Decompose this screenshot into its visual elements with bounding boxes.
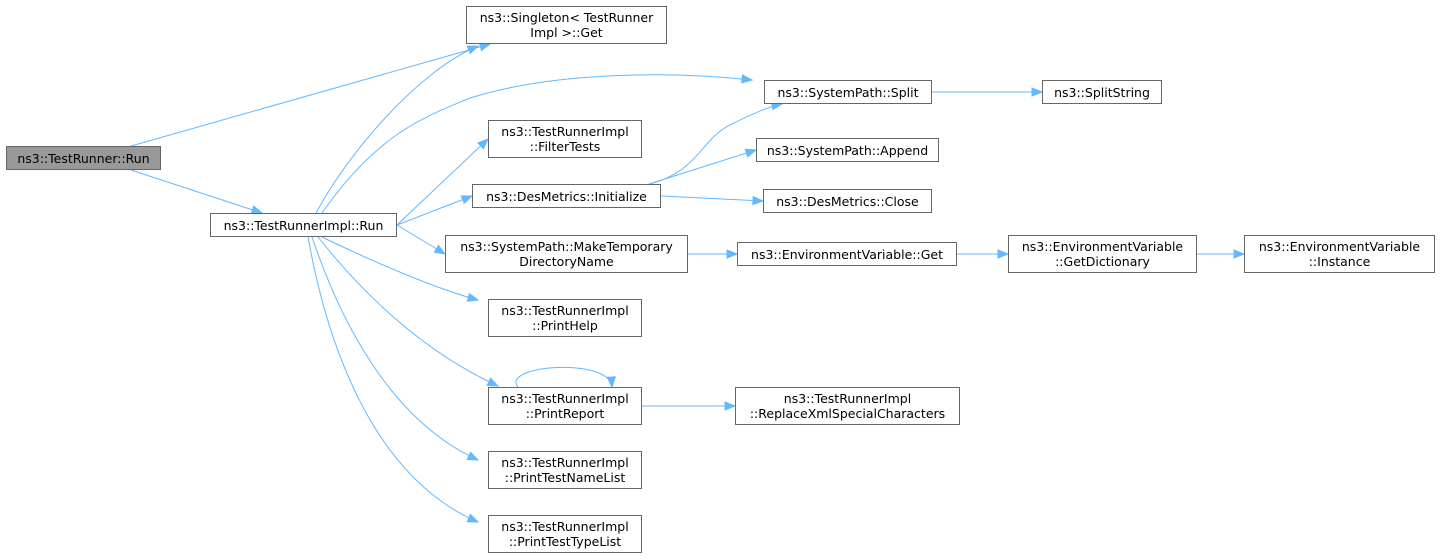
node-printhelp[interactable]: ns3::TestRunnerImpl::PrintHelp [488,299,642,337]
edge-arrowhead [433,244,447,255]
node-printtesttypelist[interactable]: ns3::TestRunnerImpl::PrintTestTypeList [488,515,642,553]
node-label-line: ::FilterTests [529,139,601,154]
edge-arrowhead [466,451,480,461]
node-label-line: ns3::TestRunnerImpl [501,455,629,470]
node-systempath-split[interactable]: ns3::SystemPath::Split [764,80,932,104]
node-label-line: ns3::TestRunnerImpl [501,391,629,406]
edge-testrunner_run-to-testrunnerimpl_run [130,169,263,214]
node-label-line: ns3::TestRunnerImpl [501,519,629,534]
edge-testrunnerimpl_run-to-desmetrics_initialize [396,195,473,226]
edge-testrunnerimpl_run-to-printtesttypelist [307,236,479,523]
node-printreport[interactable]: ns3::TestRunnerImpl::PrintReport [488,387,642,425]
edge-testrunnerimpl_run-to-printhelp [321,236,479,301]
edge-testrunnerimpl_run-to-systempath_split [321,74,753,214]
node-label-line: ::Instance [1308,254,1371,269]
node-label-line: ns3::DesMetrics::Close [776,193,919,209]
edge-arrowhead [997,249,1010,259]
edge-testrunnerimpl_run-to-singleton_get [315,45,479,214]
edge-arrowhead [477,138,489,150]
node-envvar-get[interactable]: ns3::EnvironmentVariable::Get [737,242,957,266]
node-label-line: ::ReplaceXmlSpecialCharacters [749,406,946,421]
edge-desmetrics_initialize-to-systempath_append [648,149,757,185]
node-label-line: ::PrintTestNameList [504,470,626,485]
edge-arrowhead [478,42,492,52]
node-label-line: ::PrintTestTypeList [508,534,622,549]
edge-testrunnerimpl_run-to-filtertests [396,138,489,226]
node-label-line: ns3::TestRunnerImpl [783,391,912,406]
edge-testrunnerimpl_run-to-printreport [317,236,499,387]
edge-arrowhead [724,401,737,411]
node-label-line: ns3::TestRunnerImpl [501,124,629,139]
edge-arrowhead [744,148,758,158]
node-filtertests[interactable]: ns3::TestRunnerImpl::FilterTests [488,120,642,158]
edge-arrowhead [1031,87,1044,97]
edge-arrowhead [606,376,617,389]
edge-testrunner_run-to-singleton_get [130,43,491,147]
node-label-line: ns3::Singleton< TestRunner [479,10,654,25]
node-label-line: ns3::EnvironmentVariable [1021,239,1184,254]
edge-arrowhead [741,74,754,84]
edge-arrowhead [726,249,739,259]
node-replacexml[interactable]: ns3::TestRunnerImpl::ReplaceXmlSpecialCh… [735,387,960,425]
node-label-line: ::GetDictionary [1055,254,1150,269]
node-label-line: ns3::SplitString [1054,84,1150,100]
node-desmetrics-close[interactable]: ns3::DesMetrics::Close [763,189,932,213]
node-printtestnamelist[interactable]: ns3::TestRunnerImpl::PrintTestNameList [488,451,642,489]
node-label-line: ns3::SystemPath::Append [766,142,929,158]
edge-arrowhead [460,195,474,205]
edge-desmetrics_initialize-to-desmetrics_close [660,195,764,202]
node-testrunner-run: ns3::TestRunner::Run [6,146,161,170]
node-testrunnerimpl-run[interactable]: ns3::TestRunnerImpl::Run [210,213,397,237]
node-label-line: ::PrintHelp [532,318,598,333]
edge-printreport-to-printreport [515,366,613,388]
node-envvar-instance[interactable]: ns3::EnvironmentVariable::Instance [1244,235,1435,273]
node-envvar-getdictionary[interactable]: ns3::EnvironmentVariable::GetDictionary [1008,235,1197,273]
node-systempath-append[interactable]: ns3::SystemPath::Append [756,138,939,162]
edge-desmetrics_initialize-to-systempath_split [649,103,783,185]
node-splitstring[interactable]: ns3::SplitString [1042,80,1162,104]
node-label-line: ns3::SystemPath::MakeTemporary [460,239,673,254]
node-desmetrics-initialize[interactable]: ns3::DesMetrics::Initialize [472,184,661,208]
node-label-line: ns3::TestRunnerImpl [501,303,629,318]
node-label-line: ns3::TestRunnerImpl::Run [223,217,384,233]
node-label-line: ::PrintReport [525,406,605,421]
edge-testrunnerimpl_run-to-printtestnamelist [311,236,479,461]
node-label-line: Impl >::Get [530,25,603,40]
node-label-line: ns3::EnvironmentVariable [1258,239,1421,254]
node-label-line: ns3::SystemPath::Split [777,84,919,100]
node-label-line: ns3::EnvironmentVariable::Get [751,246,943,262]
node-label-line: DirectoryName [519,254,614,269]
edge-arrowhead [466,45,480,55]
node-label-line: ns3::TestRunner::Run [17,150,150,166]
edge-arrowhead [466,513,480,523]
node-label-line: ns3::DesMetrics::Initialize [486,188,647,204]
edge-arrowhead [752,195,765,206]
edge-arrowhead [1233,249,1246,259]
edge-arrowhead [466,292,480,302]
edge-arrowhead [486,377,500,387]
